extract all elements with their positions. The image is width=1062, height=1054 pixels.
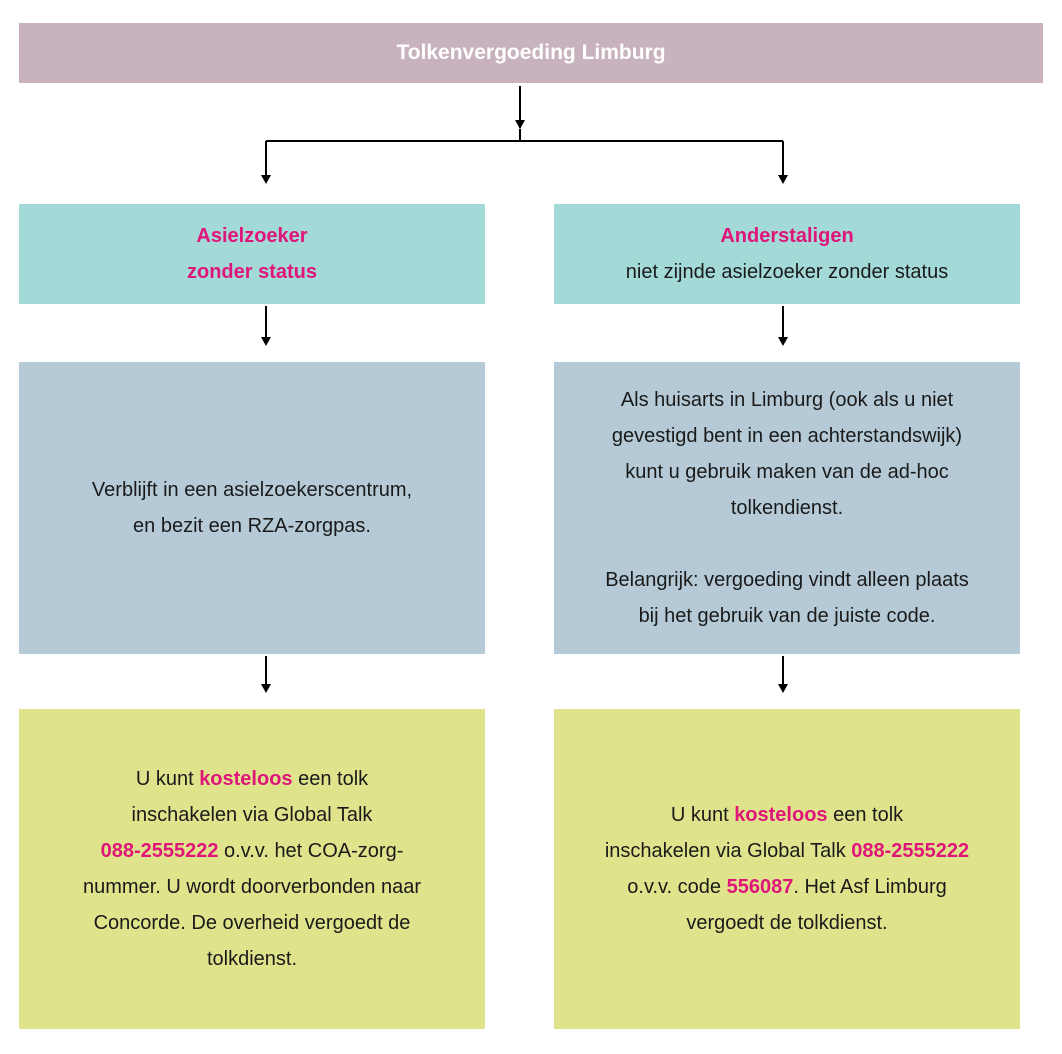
right-result-line1: U kunt kosteloos een tolk — [670, 804, 904, 826]
left-phone-number: 088-2555222 — [100, 840, 219, 862]
right-condition-line4: tolkendienst. — [730, 497, 844, 519]
title-box: Tolkenvergoeding Limburg — [19, 23, 1043, 83]
right-phone-number: 088-2555222 — [851, 840, 970, 862]
left-condition-line1: Verblijft in een asielzoekerscentrum, — [91, 479, 413, 501]
left-heading-box: Asielzoeker zonder status — [19, 204, 485, 304]
left-heading-line2: zonder status — [186, 261, 318, 283]
left-result-box: U kunt kosteloos een tolk inschakelen vi… — [19, 709, 485, 1029]
left-condition-line2: en bezit een RZA-zorgpas. — [133, 515, 371, 537]
right-result-box: U kunt kosteloos een tolk inschakelen vi… — [554, 709, 1020, 1029]
page-title: Tolkenvergoeding Limburg — [396, 41, 666, 64]
right-note-line2: bij het gebruik van de juiste code. — [638, 605, 936, 627]
left-result-line4: nummer. U wordt doorverbonden naar — [83, 876, 421, 898]
right-condition-line1: Als huisarts in Limburg (ook als u niet — [620, 389, 954, 411]
right-note-line1: Belangrijk: vergoeding vindt alleen plaa… — [605, 569, 969, 591]
right-code: 556087 — [726, 876, 794, 898]
right-condition-box: Als huisarts in Limburg (ook als u niet … — [554, 362, 1020, 654]
left-result-line1: U kunt kosteloos een tolk — [135, 768, 369, 790]
right-result-line4: vergoedt de tolkdienst. — [686, 912, 888, 934]
right-heading: Anderstaligen — [720, 225, 854, 247]
right-subheading: niet zijnde asielzoeker zonder status — [625, 261, 949, 283]
left-result-line2: inschakelen via Global Talk — [131, 804, 373, 826]
left-result-line3: 088-2555222 o.v.v. het COA-zorg- — [100, 840, 404, 862]
right-condition-line2: gevestigd bent in een achterstandswijk) — [611, 425, 963, 447]
left-condition-box: Verblijft in een asielzoekerscentrum, en… — [19, 362, 485, 654]
left-result-line6: tolkdienst. — [206, 948, 298, 970]
right-result-line2: inschakelen via Global Talk 088-2555222 — [604, 840, 970, 862]
right-condition-line3: kunt u gebruik maken van de ad-hoc — [625, 461, 949, 483]
right-heading-box: Anderstaligen niet zijnde asielzoeker zo… — [554, 204, 1020, 304]
left-result-line5: Concorde. De overheid vergoedt de — [93, 912, 411, 934]
left-heading-line1: Asielzoeker — [196, 225, 308, 247]
right-result-line3: o.v.v. code 556087. Het Asf Limburg — [627, 876, 947, 898]
